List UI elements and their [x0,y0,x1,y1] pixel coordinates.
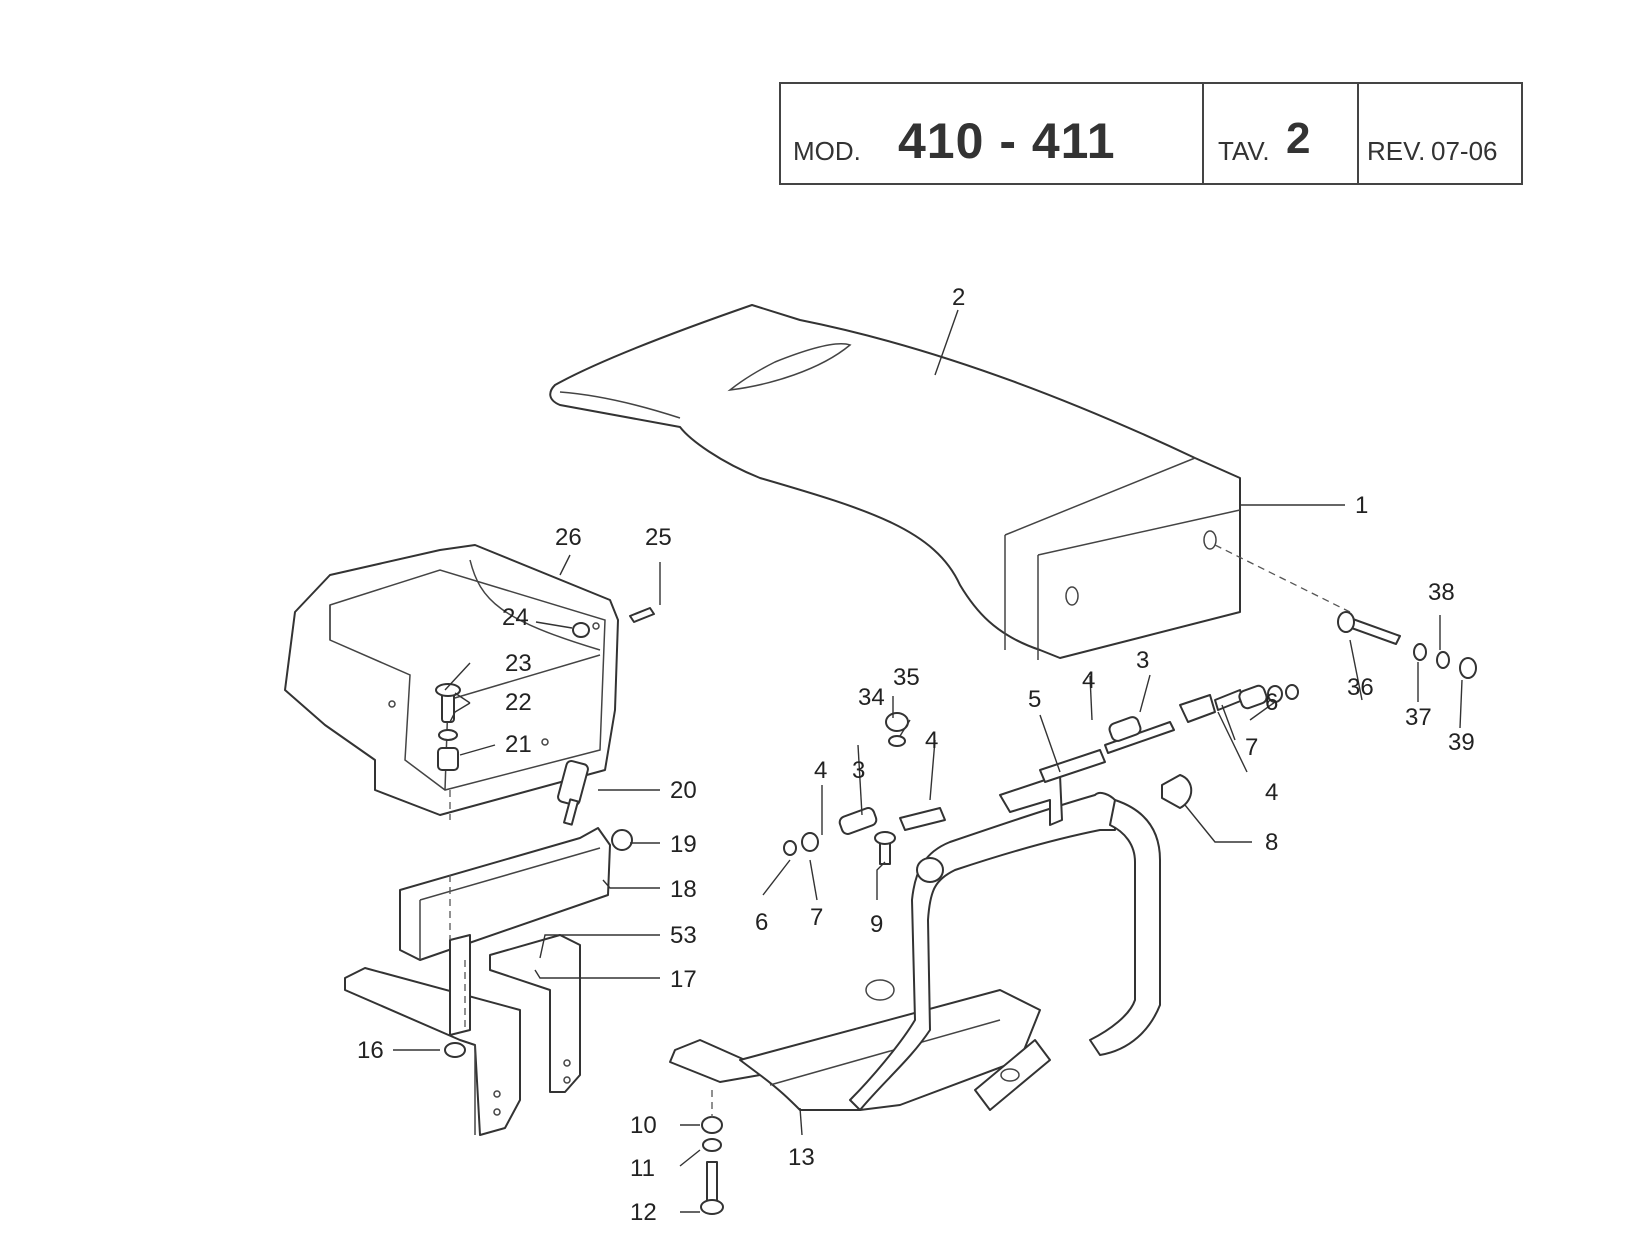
tube-frame-part [669,774,1193,1111]
callout-3: 3 [852,757,865,784]
callout-2: 2 [952,284,965,311]
callout-4: 4 [1082,667,1095,694]
callout-6: 6 [1265,689,1278,716]
callout-10: 10 [630,1112,657,1139]
callout-12: 12 [630,1199,657,1226]
callout-18: 18 [670,876,697,903]
support-brackets-part [344,934,581,1136]
callout-5: 5 [1028,686,1041,713]
table-label: TAV. [1218,136,1270,166]
callout-39: 39 [1448,729,1475,756]
revision-label: REV. [1367,136,1426,166]
callout-labels: 1 2 3 3 4 4 4 4 5 6 6 7 7 8 9 10 11 12 1… [357,284,1475,1226]
callout-leader-lines [393,309,1463,1213]
battery-box-part [284,544,619,816]
callout-36: 36 [1347,674,1374,701]
assembly-centerlines [449,790,713,1118]
title-block-table-cell: TAV. 2 [1204,84,1359,183]
callout-37: 37 [1405,704,1432,731]
callout-20: 20 [670,777,697,804]
callout-34: 34 [858,684,885,711]
callout-25: 25 [645,524,672,551]
callout-16: 16 [357,1037,384,1064]
model-number: 410 - 411 [898,113,1116,169]
callout-21: 21 [505,731,532,758]
callout-24: 24 [502,604,529,631]
callout-8: 8 [1265,829,1278,856]
callout-7: 7 [1245,734,1258,761]
hood-bolt-parts [1214,544,1477,679]
pivot-shaft-parts [783,684,1299,865]
title-block-revision-cell: REV. 07-06 [1359,84,1521,183]
callout-6: 6 [755,909,768,936]
callout-35: 35 [893,664,920,691]
callout-22: 22 [505,689,532,716]
callout-17: 17 [670,966,697,993]
battery-hardware-parts [435,607,655,826]
model-label: MOD. [793,136,861,166]
table-number: 2 [1286,114,1312,163]
callout-38: 38 [1428,579,1455,606]
frame-bolt-parts [700,1116,724,1215]
callout-26: 26 [555,524,582,551]
callout-11: 11 [630,1155,655,1182]
callout-1: 1 [1355,492,1368,519]
callout-53: 53 [670,922,697,949]
callout-4: 4 [925,727,938,754]
title-block: MOD. 410 - 411 TAV. 2 REV. 07-06 [779,82,1523,185]
callout-19: 19 [670,831,697,858]
callout-13: 13 [788,1144,815,1171]
callout-4: 4 [1265,779,1278,806]
callout-4: 4 [814,757,827,784]
title-block-model-cell: MOD. 410 - 411 [781,84,1204,183]
callout-23: 23 [505,650,532,677]
hood-cover-part [549,304,1241,660]
callout-3: 3 [1136,647,1149,674]
revision-value: 07-06 [1431,136,1498,166]
callout-7: 7 [810,904,823,931]
callout-9: 9 [870,911,883,938]
